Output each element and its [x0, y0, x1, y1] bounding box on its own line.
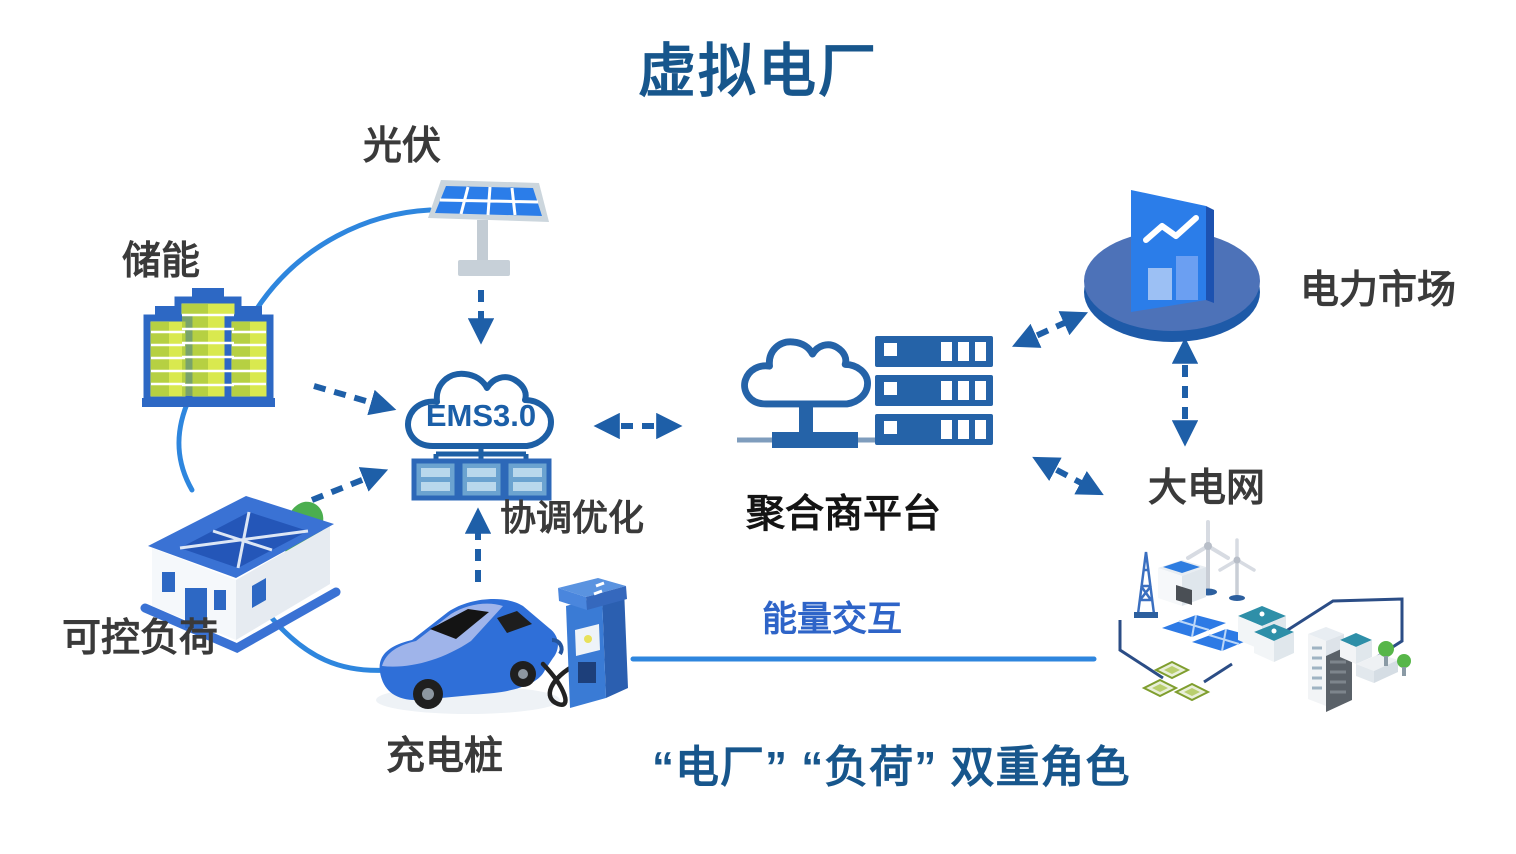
wind-turbine-icon	[1186, 520, 1256, 601]
ems-devices	[411, 458, 552, 501]
server-rack	[875, 336, 993, 445]
link-load-to-car	[259, 603, 393, 673]
main-grid-illustration	[1118, 520, 1411, 712]
grid-storage-units-icon	[1238, 606, 1294, 662]
house-load-icon	[140, 496, 341, 654]
pv-label: 光伏	[363, 125, 442, 168]
aggregator-icon	[737, 336, 993, 448]
transmission-tower-icon	[1134, 551, 1158, 618]
ev-car-icon	[376, 599, 564, 714]
link-storage-to-load	[176, 401, 195, 493]
connectors	[176, 207, 1199, 673]
arrow-storage-to-ems	[313, 383, 397, 416]
arrow-load-to-ems	[310, 467, 389, 503]
power-plant-icon	[1158, 560, 1206, 606]
link-storage-to-pv	[253, 207, 433, 313]
grid-buildings-icon	[1308, 627, 1398, 712]
arrow-aggregator-grid	[1032, 456, 1104, 496]
arrow-aggregator-market	[1011, 311, 1089, 348]
power-market-icon	[1084, 190, 1260, 342]
solar-panel-icon	[428, 180, 549, 276]
main-grid-label: 大电网	[1148, 467, 1266, 510]
dual-role-label: “电厂” “负荷” 双重角色	[652, 743, 1131, 792]
ems-icon	[405, 370, 554, 501]
storage-label: 储能	[122, 240, 201, 283]
aggregator-label: 聚合商平台	[746, 493, 942, 536]
energy-exchange-label: 能量交互	[762, 600, 903, 639]
controllable-load-label: 可控负荷	[62, 617, 219, 660]
battery-chip-icons	[1141, 660, 1211, 702]
coordination-label: 协调优化	[500, 497, 645, 538]
ems-label: EMS3.0	[425, 398, 537, 433]
charging-pile-label: 充电桩	[386, 735, 504, 778]
charging-pile-icon	[540, 578, 628, 708]
page-title: 虚拟电厂	[637, 39, 879, 104]
tree-icons	[1378, 641, 1411, 676]
storage-battery-icon	[142, 288, 275, 407]
power-market-label: 电力市场	[1300, 269, 1457, 312]
